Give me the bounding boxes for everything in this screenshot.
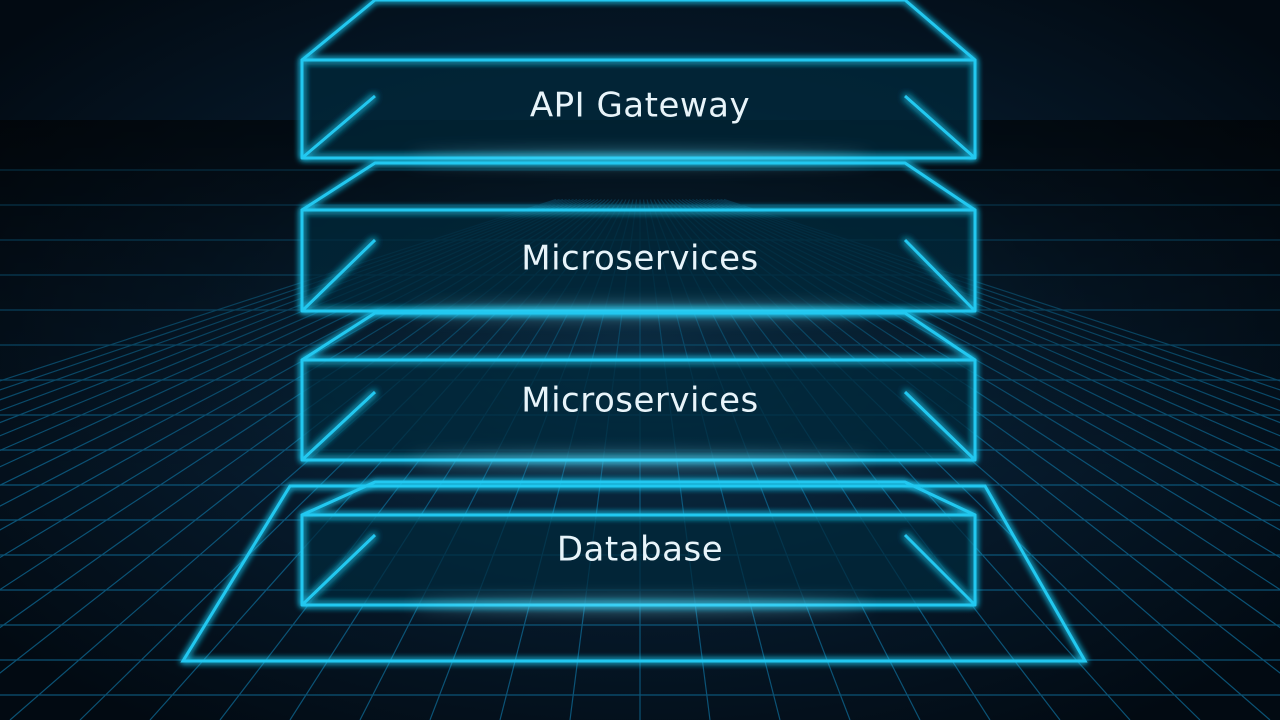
layer-label: API Gateway (530, 86, 750, 126)
layer-label: Database (557, 530, 723, 570)
layer-api-gateway: API Gateway (300, 0, 977, 163)
layer-box (300, 480, 977, 607)
layer-stack: API GatewayMicroservicesMicroservicesDat… (300, 0, 977, 610)
layer-box (300, 311, 977, 462)
floor-platform (180, 484, 1088, 663)
layer-box (300, 0, 977, 160)
layer-box (300, 161, 977, 313)
layer-label: Microservices (521, 239, 759, 279)
layer-microservices-1: Microservices (300, 161, 977, 316)
layer-microservices-2: Microservices (300, 311, 977, 465)
layer-database: Database (300, 480, 977, 610)
layer-label: Microservices (521, 381, 759, 421)
